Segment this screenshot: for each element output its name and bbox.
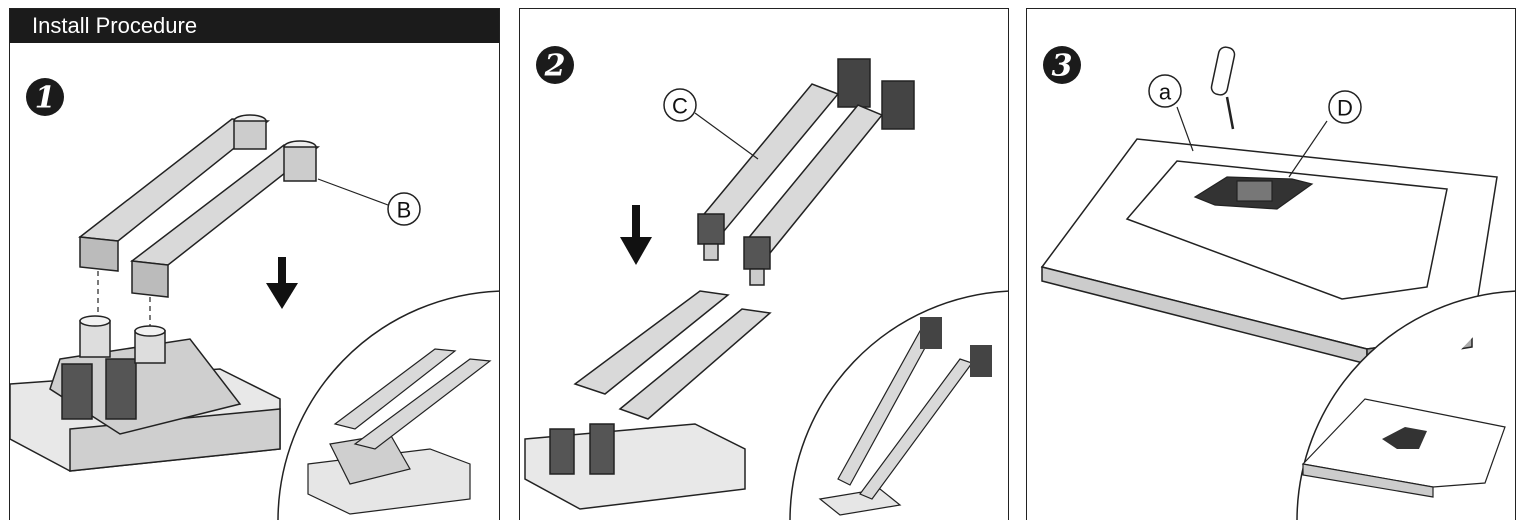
svg-text:a: a	[1159, 80, 1172, 105]
callout-b: B	[317, 178, 421, 226]
step-1-badge: 1	[26, 78, 64, 116]
assembled-inset	[277, 290, 499, 520]
step-2-illustration: 2 C	[524, 46, 1008, 520]
screwdriver-icon	[1210, 46, 1236, 130]
step-2-badge: 2	[536, 46, 574, 84]
step-1-panel: Install Procedure 1	[9, 8, 500, 520]
callout-d: D	[1288, 90, 1362, 178]
step-3-badge: 3	[1043, 46, 1081, 84]
callout-a: a	[1148, 74, 1194, 152]
vesa-plate	[1193, 176, 1314, 210]
desk-base-2	[524, 423, 746, 510]
svg-text:3: 3	[1052, 49, 1073, 84]
gas-spring-arm-left	[697, 58, 871, 261]
step-3-panel: 3 a D	[1026, 8, 1516, 520]
install-procedure-header: Install Procedure	[10, 9, 499, 43]
arm-extension-left	[78, 114, 271, 272]
callout-c: C	[663, 88, 759, 160]
installed-extension-arms	[573, 290, 772, 420]
alignment-lines	[97, 271, 151, 329]
arm-extension-right	[130, 140, 321, 298]
base-clamp	[49, 315, 242, 435]
svg-text:D: D	[1337, 96, 1353, 121]
svg-text:2: 2	[544, 49, 566, 84]
step-3-illustration: 3 a D	[1040, 46, 1515, 520]
down-arrow-icon	[266, 257, 298, 309]
gas-spring-arm-right	[743, 80, 915, 286]
assembled-inset	[1296, 290, 1515, 520]
step-2-panel: 2 C	[519, 8, 1009, 520]
assembled-inset	[789, 290, 1008, 520]
svg-text:1: 1	[35, 81, 56, 116]
svg-text:B: B	[397, 198, 412, 223]
down-arrow-icon	[620, 205, 652, 265]
svg-text:C: C	[672, 94, 688, 119]
step-1-illustration: 1 B	[10, 78, 499, 520]
